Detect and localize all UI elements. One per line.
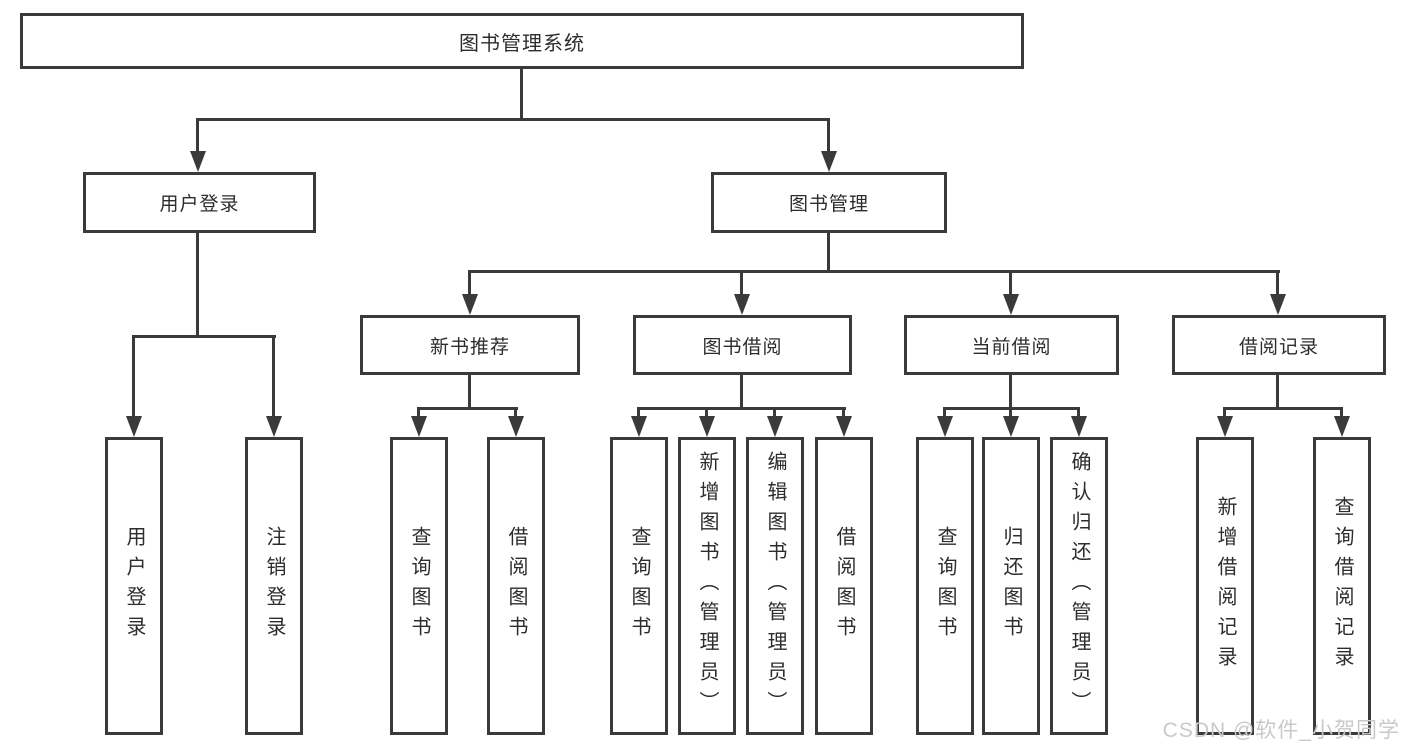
connector-line-horizontal bbox=[418, 407, 518, 410]
connector-line-horizontal bbox=[469, 270, 1280, 273]
connector-line-vertical bbox=[272, 335, 275, 418]
leaf-label: 用户登录 bbox=[123, 526, 145, 646]
connector-line-vertical bbox=[740, 375, 743, 409]
watermark-text: CSDN @软件_小贺同学 bbox=[1162, 719, 1400, 742]
arrowhead-down-icon bbox=[631, 416, 647, 437]
leaf-add-borrow-record: 新增借阅记录 bbox=[1196, 437, 1254, 735]
node-label: 图书管理系统 bbox=[459, 32, 585, 55]
leaf-label: 归还图书 bbox=[1000, 526, 1022, 646]
arrowhead-down-icon bbox=[126, 416, 142, 437]
connector-line-vertical bbox=[514, 407, 517, 419]
arrowhead-down-icon bbox=[767, 416, 783, 437]
leaf-logout: 注销登录 bbox=[245, 437, 303, 735]
connector-line-vertical bbox=[773, 407, 776, 419]
connector-line-vertical bbox=[1276, 270, 1279, 296]
connector-line-horizontal bbox=[638, 407, 846, 410]
connector-line-vertical bbox=[468, 270, 471, 296]
connector-line-vertical bbox=[417, 407, 420, 419]
node-label: 借阅记录 bbox=[1238, 336, 1319, 358]
connector-line-vertical bbox=[827, 233, 830, 273]
leaf-label: 查询借阅记录 bbox=[1331, 496, 1353, 676]
connector-line-vertical bbox=[740, 270, 743, 296]
connector-line-vertical bbox=[468, 375, 471, 409]
leaf-borrow-books-recommend: 借阅图书 bbox=[487, 437, 545, 735]
leaf-label: 编辑图书（管理员） bbox=[764, 451, 786, 721]
connector-line-vertical bbox=[196, 118, 199, 154]
arrowhead-down-icon bbox=[266, 416, 282, 437]
leaf-label: 借阅图书 bbox=[833, 526, 855, 646]
node-library-system: 图书管理系统 bbox=[20, 13, 1024, 69]
node-new-book-recommend: 新书推荐 bbox=[360, 315, 580, 375]
arrowhead-down-icon bbox=[699, 416, 715, 437]
arrowhead-down-icon bbox=[937, 416, 953, 437]
leaf-label: 新增图书（管理员） bbox=[696, 451, 718, 721]
leaf-label: 新增借阅记录 bbox=[1214, 496, 1236, 676]
leaf-label: 查询图书 bbox=[408, 526, 430, 646]
arrowhead-down-icon bbox=[1003, 416, 1019, 437]
connector-line-vertical bbox=[1340, 407, 1343, 419]
node-label: 新书推荐 bbox=[429, 336, 510, 358]
connector-line-vertical bbox=[132, 335, 135, 418]
leaf-add-books-admin: 新增图书（管理员） bbox=[678, 437, 736, 735]
node-book-borrowing: 图书借阅 bbox=[633, 315, 852, 375]
node-label: 图书管理 bbox=[788, 194, 869, 215]
leaf-return-books: 归还图书 bbox=[982, 437, 1040, 735]
connector-line-horizontal bbox=[197, 118, 830, 121]
node-label: 当前借阅 bbox=[971, 336, 1052, 358]
connector-line-vertical bbox=[1276, 375, 1279, 409]
node-label: 图书借阅 bbox=[702, 336, 783, 358]
node-borrowing-records: 借阅记录 bbox=[1172, 315, 1386, 375]
node-current-borrowing: 当前借阅 bbox=[904, 315, 1119, 375]
connector-line-vertical bbox=[637, 407, 640, 419]
node-user-login: 用户登录 bbox=[83, 172, 316, 233]
leaf-label: 查询图书 bbox=[628, 526, 650, 646]
connector-line-vertical bbox=[705, 407, 708, 419]
arrowhead-down-icon bbox=[508, 416, 524, 437]
arrowhead-down-icon bbox=[462, 294, 478, 315]
connector-line-vertical bbox=[196, 233, 199, 338]
arrowhead-down-icon bbox=[411, 416, 427, 437]
connector-line-vertical bbox=[827, 118, 830, 154]
connector-line-vertical bbox=[520, 69, 523, 121]
leaf-label: 借阅图书 bbox=[505, 526, 527, 646]
arrowhead-down-icon bbox=[1003, 294, 1019, 315]
connector-line-vertical bbox=[1009, 407, 1012, 419]
leaf-query-borrow-record: 查询借阅记录 bbox=[1313, 437, 1371, 735]
arrowhead-down-icon bbox=[1217, 416, 1233, 437]
leaf-label: 查询图书 bbox=[934, 526, 956, 646]
connector-line-horizontal bbox=[133, 335, 276, 338]
connector-line-vertical bbox=[943, 407, 946, 419]
leaf-confirm-return-admin: 确认归还（管理员） bbox=[1050, 437, 1108, 735]
leaf-query-books-current: 查询图书 bbox=[916, 437, 974, 735]
arrowhead-down-icon bbox=[190, 151, 206, 172]
arrowhead-down-icon bbox=[1334, 416, 1350, 437]
node-label: 用户登录 bbox=[159, 194, 240, 215]
connector-line-vertical bbox=[1077, 407, 1080, 419]
connector-line-vertical bbox=[1009, 375, 1012, 409]
leaf-user-login: 用户登录 bbox=[105, 437, 163, 735]
leaf-label: 注销登录 bbox=[263, 526, 285, 646]
arrowhead-down-icon bbox=[1071, 416, 1087, 437]
arrowhead-down-icon bbox=[836, 416, 852, 437]
connector-line-horizontal bbox=[1224, 407, 1343, 410]
connector-line-vertical bbox=[842, 407, 845, 419]
connector-line-horizontal bbox=[944, 407, 1080, 410]
connector-line-vertical bbox=[1223, 407, 1226, 419]
arrowhead-down-icon bbox=[734, 294, 750, 315]
arrowhead-down-icon bbox=[1270, 294, 1286, 315]
leaf-query-books-recommend: 查询图书 bbox=[390, 437, 448, 735]
leaf-label: 确认归还（管理员） bbox=[1068, 451, 1090, 721]
leaf-edit-books-admin: 编辑图书（管理员） bbox=[746, 437, 804, 735]
arrowhead-down-icon bbox=[821, 151, 837, 172]
node-book-management: 图书管理 bbox=[711, 172, 947, 233]
leaf-query-books-borrow: 查询图书 bbox=[610, 437, 668, 735]
connector-line-vertical bbox=[1009, 270, 1012, 296]
leaf-borrow-books: 借阅图书 bbox=[815, 437, 873, 735]
